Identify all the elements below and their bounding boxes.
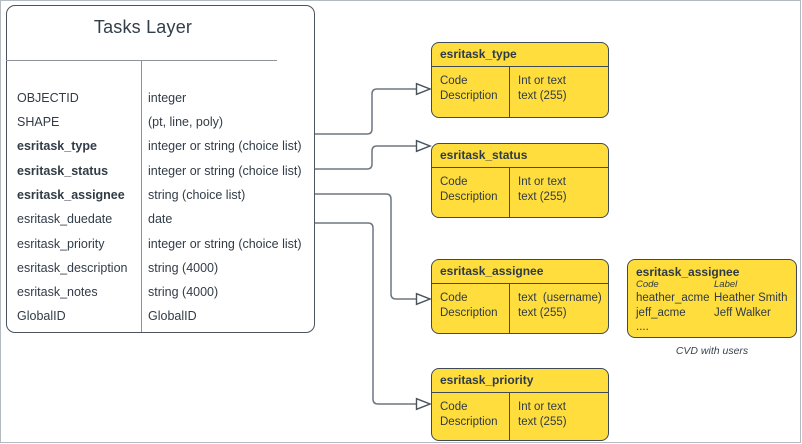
arrowhead-type-icon (415, 82, 432, 96)
domain-column-divider (509, 168, 510, 217)
domain-types: text (username) text (255) (518, 292, 602, 319)
cvd-code-header: Code (636, 279, 659, 290)
field-name: esritask_type (17, 139, 97, 153)
cvd-user-code: .... (636, 321, 649, 333)
arrowhead-status-icon (415, 139, 432, 153)
table-row: OBJECTID integer (7, 86, 314, 110)
connector-status (315, 145, 416, 170)
domain-column-divider (509, 284, 510, 333)
domain-box-esritask-assignee: esritask_assignee Code Description text … (431, 259, 609, 334)
table-row: esritask_status integer or string (choice… (7, 159, 314, 183)
field-type: integer or string (choice list) (148, 139, 302, 153)
tasks-layer-title: Tasks Layer (93, 17, 193, 37)
field-type: integer (148, 91, 187, 105)
domain-column-divider (509, 67, 510, 117)
cvd-user-code: jeff_acme (636, 306, 686, 319)
field-type: integer or string (choice list) (148, 237, 302, 251)
field-name: esritask_assignee (17, 188, 125, 202)
domain-box-esritask-type: esritask_type Code Description Int or te… (431, 42, 609, 118)
table-row: SHAPE (pt, line, poly) (7, 110, 314, 134)
field-type: date (148, 212, 173, 226)
field-type: string (4000) (148, 261, 219, 275)
column-divider (141, 61, 142, 332)
field-type: string (choice list) (148, 188, 246, 202)
domain-types: Int or text text (255) (518, 401, 567, 428)
cvd-user-row: heather_acme Heather Smith (636, 291, 788, 306)
table-row: esritask_assignee string (choice list) (7, 183, 314, 207)
cvd-user-code: heather_acme (636, 292, 710, 304)
field-name: esritask_priority (17, 237, 105, 251)
table-row: esritask_description string (4000) (7, 256, 314, 280)
field-name: esritask_duedate (17, 212, 113, 226)
field-type: string (4000) (148, 285, 219, 299)
arrowhead-priority-icon (415, 397, 432, 411)
field-name: OBJECTID (17, 91, 79, 105)
domain-types: Int or text text (255) (518, 176, 567, 203)
cvd-user-row: .... (636, 320, 788, 335)
cvd-user-row: jeff_acme Jeff Walker (636, 306, 788, 321)
domain-types: Int or text text (255) (518, 75, 567, 102)
table-row: esritask_duedate date (7, 207, 314, 231)
domain-title: esritask_type (432, 43, 608, 67)
field-name: SHAPE (17, 115, 60, 129)
cvd-caption: CVD with users (675, 345, 749, 357)
title-divider (6, 60, 277, 61)
domain-body: Code Description Int or text text (255) (432, 393, 608, 440)
domain-fields: Code Description (440, 292, 498, 319)
domain-fields: Code Description (440, 75, 498, 102)
domain-body: Code Description Int or text text (255) (432, 168, 608, 217)
field-name: GlobalID (17, 309, 66, 323)
cvd-grid: Code Label heather_acme Heather Smith je… (636, 279, 788, 335)
connector-assignee (315, 193, 416, 300)
domain-title: esritask_status (432, 144, 608, 168)
field-name: esritask_description (17, 261, 128, 275)
tasks-layer-table: Tasks Layer OBJECTID integer SHAPE (pt, li… (6, 5, 315, 333)
domain-title: esritask_assignee (432, 260, 608, 284)
domain-fields: Code Description (440, 401, 498, 428)
cvd-title: esritask_assignee (636, 265, 740, 279)
connector-type (315, 88, 416, 135)
cvd-users-box: esritask_assignee Code Label heather_acm… (627, 259, 797, 338)
table-row: esritask_notes string (4000) (7, 280, 314, 304)
field-name: esritask_status (17, 164, 109, 178)
field-type: (pt, line, poly) (148, 115, 224, 129)
arrowhead-assignee-icon (415, 292, 432, 306)
field-type: integer or string (choice list) (148, 164, 302, 178)
domain-column-divider (509, 393, 510, 440)
table-row: esritask_type integer or string (choice l… (7, 134, 314, 158)
connector-priority (315, 222, 416, 405)
domain-body: Code Description text (username) text (2… (432, 284, 608, 333)
field-name: esritask_notes (17, 285, 98, 299)
domain-fields: Code Description (440, 176, 498, 203)
domain-body: Code Description Int or text text (255) (432, 67, 608, 117)
domain-title: esritask_priority (432, 369, 608, 393)
cvd-user-label: Jeff Walker (714, 306, 771, 319)
table-row: GlobalID GlobalID (7, 304, 314, 328)
domain-box-esritask-priority: esritask_priority Code Description Int o… (431, 368, 609, 441)
cvd-header-row: Code Label (636, 279, 788, 291)
cvd-label-header: Label (714, 279, 738, 290)
cvd-user-label: Heather Smith (714, 292, 788, 304)
domain-box-esritask-status: esritask_status Code Description Int or … (431, 143, 609, 218)
table-row: esritask_priority integer or string (choi… (7, 232, 314, 256)
field-type: GlobalID (148, 309, 197, 323)
